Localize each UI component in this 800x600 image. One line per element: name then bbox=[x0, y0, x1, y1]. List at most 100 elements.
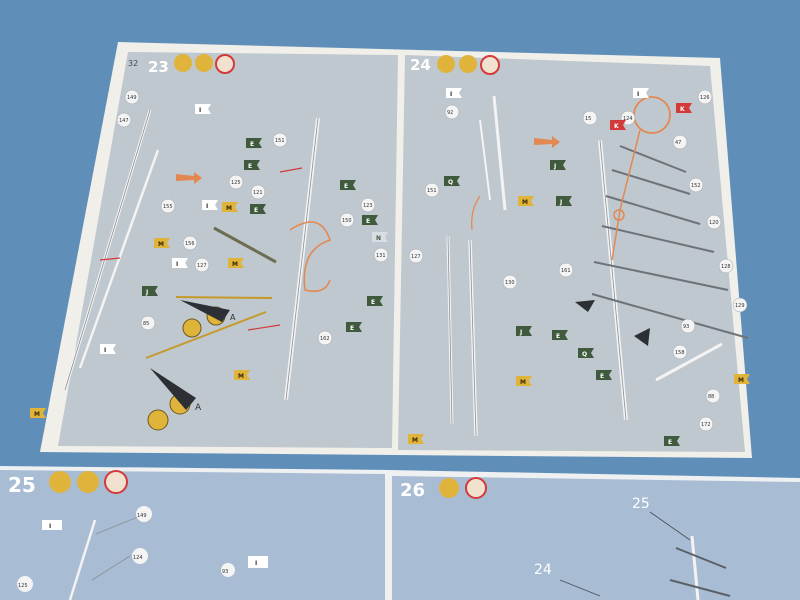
callout-number: 147 bbox=[119, 118, 129, 124]
callout-circle bbox=[140, 315, 156, 331]
callout-number: 124 bbox=[623, 116, 633, 122]
mast-outline bbox=[469, 239, 477, 437]
part-flag bbox=[100, 344, 116, 354]
callout-number: 121 bbox=[253, 190, 263, 196]
step-23-header: 23 bbox=[148, 54, 235, 76]
flag-letter: I bbox=[199, 107, 201, 114]
rigging-line bbox=[471, 195, 481, 231]
callout-number: 130 bbox=[505, 280, 515, 286]
callout-number: 155 bbox=[163, 204, 173, 210]
pointer-arrow bbox=[247, 324, 281, 331]
mast-part bbox=[68, 519, 97, 600]
part-flag bbox=[42, 520, 62, 530]
mast-part bbox=[690, 535, 700, 600]
part-flag bbox=[734, 374, 750, 384]
callout-number: 127 bbox=[411, 254, 421, 260]
part-flag bbox=[154, 238, 170, 248]
callout-number: 151 bbox=[427, 188, 437, 194]
dark-part bbox=[575, 300, 595, 312]
part-flag bbox=[222, 202, 238, 212]
callout-circle bbox=[373, 247, 389, 263]
flag-letter: I bbox=[104, 347, 106, 354]
callout-circle bbox=[408, 248, 424, 264]
part-flag bbox=[676, 103, 692, 113]
callout-number: 172 bbox=[701, 422, 711, 428]
callout-circle bbox=[221, 563, 235, 577]
step-number: 25 bbox=[8, 473, 36, 497]
callout-circle bbox=[502, 274, 518, 290]
callout-circle bbox=[182, 235, 198, 251]
flag-letter: Q bbox=[448, 179, 453, 186]
paint-icon bbox=[439, 478, 459, 498]
yard-part bbox=[175, 296, 273, 299]
detail-wedge bbox=[150, 368, 196, 410]
callout-circle bbox=[250, 184, 266, 200]
callout-number: 85 bbox=[143, 321, 149, 327]
step-26-header: 26 bbox=[400, 477, 487, 501]
callout-circle bbox=[136, 506, 152, 522]
paint-icon bbox=[77, 471, 99, 493]
flag-letter: E bbox=[600, 373, 604, 380]
flag-letter: E bbox=[254, 207, 258, 214]
callout-circle bbox=[672, 344, 688, 360]
part-flag bbox=[362, 215, 378, 225]
step-25-diagram: I 149 124 125 93 I bbox=[17, 506, 268, 600]
callout-number: 88 bbox=[708, 394, 714, 400]
flag-letter: I bbox=[450, 91, 452, 98]
step-26-diagram: 25 24 bbox=[534, 496, 731, 600]
flag-letter: I bbox=[206, 203, 208, 210]
part-flag bbox=[550, 160, 566, 170]
flag-letter: K bbox=[614, 123, 619, 130]
paint-icon bbox=[195, 54, 213, 72]
clock-icon bbox=[480, 55, 500, 75]
callout-circle bbox=[272, 132, 288, 148]
mast-outline bbox=[599, 139, 627, 421]
callout-circle bbox=[317, 330, 333, 346]
flag-letter: E bbox=[366, 218, 370, 225]
callout-circle bbox=[124, 89, 140, 105]
part-flag bbox=[346, 322, 362, 332]
part-flag bbox=[633, 88, 649, 98]
callout-number: 149 bbox=[127, 95, 137, 101]
glue-icon bbox=[437, 55, 455, 73]
clock-icon bbox=[104, 470, 128, 494]
flag-letter: I bbox=[637, 91, 639, 98]
flag-letter: Q bbox=[582, 351, 587, 358]
pointer-arrow bbox=[99, 257, 121, 261]
callout-circle bbox=[228, 174, 244, 190]
part-flag bbox=[372, 232, 388, 242]
yard-part bbox=[655, 342, 723, 382]
step-number: 26 bbox=[400, 480, 425, 501]
reference-label: 25 bbox=[632, 496, 650, 512]
part-flag bbox=[516, 326, 532, 336]
part-flag bbox=[444, 176, 460, 186]
callout-circle bbox=[688, 177, 704, 193]
callout-circle bbox=[194, 257, 210, 273]
callout-number: 129 bbox=[735, 303, 745, 309]
callout-number: 15 bbox=[585, 116, 591, 122]
detail-circle bbox=[147, 409, 169, 431]
pulley-detail bbox=[613, 209, 625, 221]
flag-label: I bbox=[255, 560, 257, 567]
callout-circle bbox=[582, 110, 598, 126]
yard-part bbox=[601, 225, 715, 253]
panel-step-26 bbox=[392, 476, 800, 600]
mast-part bbox=[78, 149, 160, 369]
step-number: 23 bbox=[148, 58, 169, 76]
yard-part bbox=[675, 547, 727, 569]
yard-part bbox=[619, 145, 687, 173]
flag-letter: M bbox=[412, 437, 418, 444]
leader-line bbox=[559, 579, 601, 597]
part-flag bbox=[516, 376, 532, 386]
yard-part bbox=[145, 311, 267, 359]
part-flag bbox=[250, 204, 266, 214]
part-flag bbox=[518, 196, 534, 206]
callout-number: 156 bbox=[185, 241, 195, 247]
yard-part bbox=[669, 579, 731, 597]
flag-letter: M bbox=[158, 241, 164, 248]
part-flag bbox=[408, 434, 424, 444]
mast-outline bbox=[447, 235, 453, 425]
part-flag bbox=[244, 160, 260, 170]
reference-label: 24 bbox=[534, 562, 552, 578]
callout-number: 125 bbox=[18, 583, 28, 589]
